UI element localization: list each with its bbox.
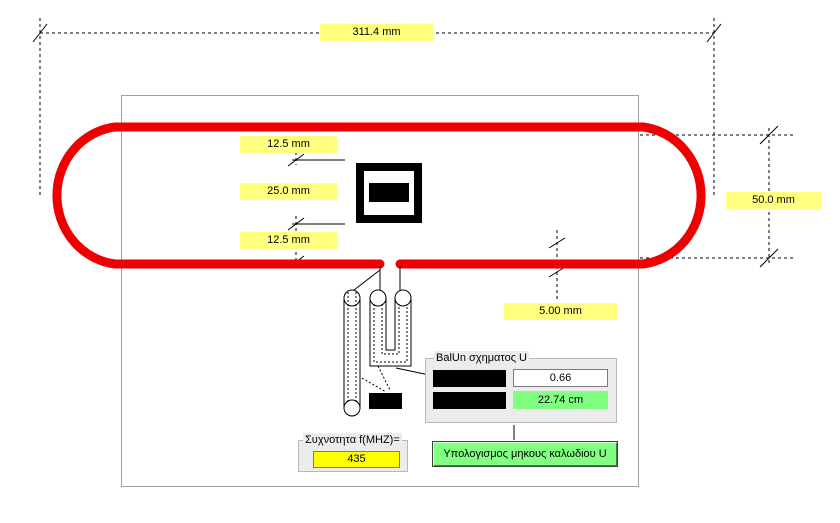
cable-length-label <box>433 392 506 409</box>
frequency-label: Συχνοτητα f(MHZ)= <box>303 433 402 447</box>
center-symbol-core <box>369 183 409 202</box>
loop-height-label: 50.0 mm <box>726 192 821 209</box>
balun-group: BalUn σχηματος U <box>425 351 617 423</box>
feed-gap-label: 5.00 mm <box>504 303 617 320</box>
folded-dipole-loop <box>52 122 706 269</box>
top-gap-label: 12.5 mm <box>240 136 337 153</box>
balun-group-title: BalUn σχηματος U <box>434 351 530 365</box>
frequency-input[interactable]: 435 <box>313 451 400 468</box>
bottom-gap-label: 12.5 mm <box>240 232 337 249</box>
total-length-label: 311.4 mm <box>320 24 433 41</box>
velocity-factor-input[interactable] <box>513 369 608 387</box>
feed-gap-dimension <box>548 230 566 300</box>
calculate-cable-length-button[interactable]: Υπολογισμος μηκους καλωδιου U <box>432 441 618 467</box>
balun-connector <box>369 393 402 409</box>
middle-width-label: 25.0 mm <box>240 183 337 200</box>
balun-drawing <box>343 266 515 440</box>
velocity-factor-label <box>433 370 506 387</box>
cable-length-result: 22.74 cm <box>513 391 608 409</box>
